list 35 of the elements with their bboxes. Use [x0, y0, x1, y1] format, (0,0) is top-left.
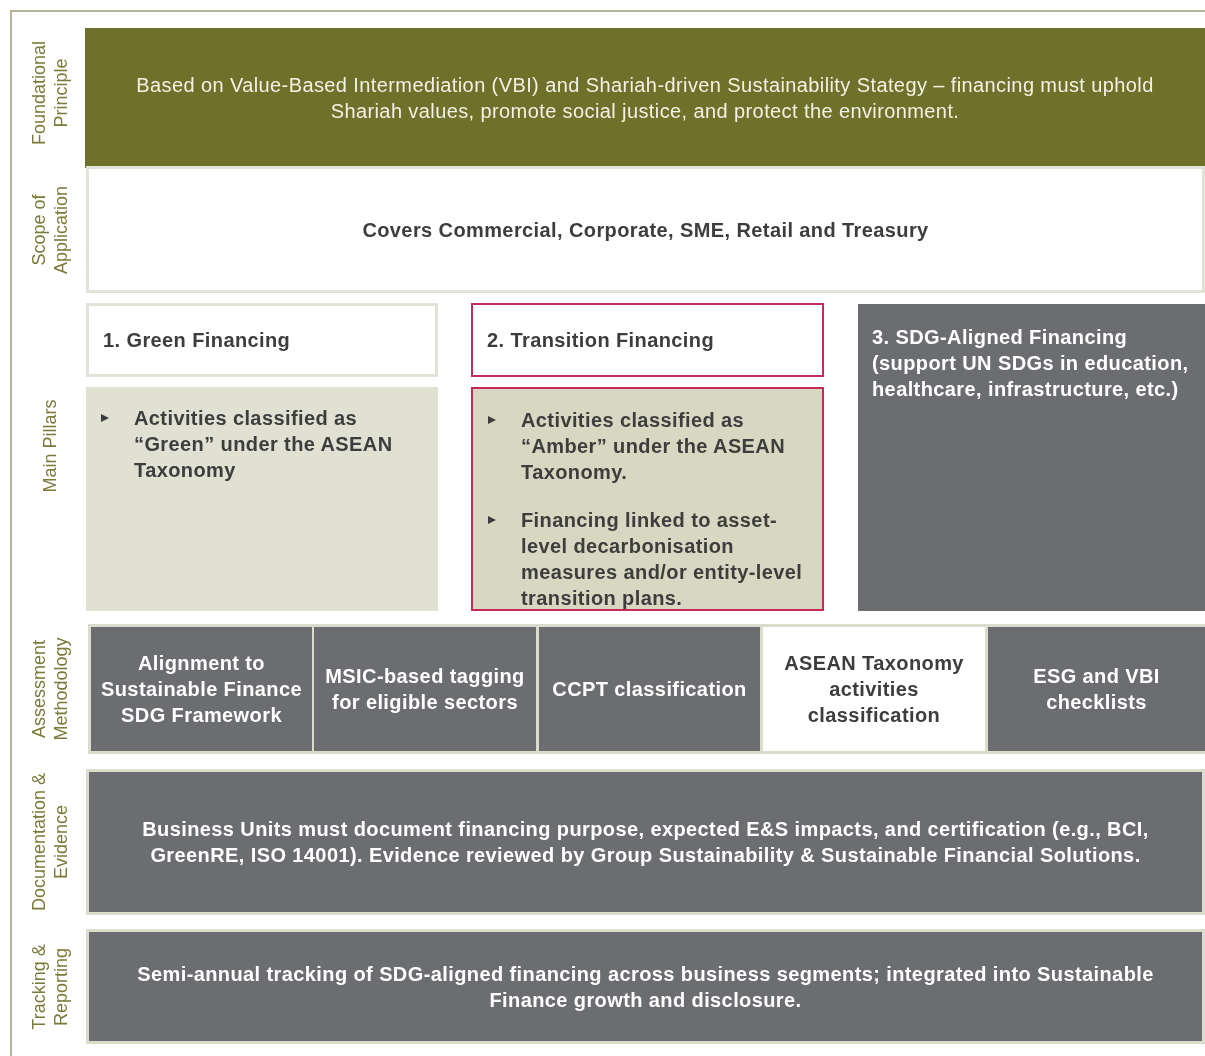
pillar-title: 3. SDG-Aligned Financing (support UN SDGs in education, healthcare, infrastructure, etc.) [872, 325, 1190, 402]
row-label: Documentation & Evidence [28, 771, 72, 914]
row-label: Foundational Principle [28, 39, 72, 147]
panel-text: CCPT classification [551, 677, 748, 702]
method-cell [763, 627, 985, 751]
pillar-header [86, 303, 438, 377]
row-label: Scope of Application [28, 184, 72, 276]
row-label: Assessment Methodology [28, 636, 72, 743]
pillar-panel [86, 387, 438, 611]
row-label: Tracking & Reporting [28, 942, 72, 1032]
row-label: Main Pillars [39, 398, 61, 495]
pillar-title: 2. Transition Financing [487, 328, 715, 353]
panel-text: Based on Value-Based Intermediation (VBI) and Shariah-driven Sustainability Stategy – financing must uphold Shariah values, promote social justice, and protect the environment. [135, 73, 1155, 124]
method-cell [314, 627, 536, 751]
principle-banner [85, 28, 1205, 168]
pillar-title: 1. Green Financing [103, 328, 292, 353]
panel-text: Financing linked to asset-level decarbonisation measures and/or entity-level transition plans. [521, 508, 804, 611]
panel-text: Semi-annual tracking of SDG-aligned financing across business segments; integrated into Sustainable Finance growth and disclosure. [136, 961, 1155, 1013]
panel-text: Covers Commercial, Corporate, SME, Retail and Treasury [361, 217, 930, 243]
pillar-panel [471, 387, 824, 611]
panel-text: ESG and VBI checklists [1032, 664, 1161, 715]
content-panel [86, 769, 1205, 915]
method-cell [91, 627, 312, 751]
method-cell [539, 627, 760, 751]
panel-text: ASEAN Taxonomy activities classification [783, 651, 965, 728]
panel-text: Alignment to Sustainable Finance SDG Framework [100, 651, 303, 728]
pillar-panel [858, 304, 1205, 611]
panel-text: Business Units must document financing purpose, expected E&S impacts, and certification (e.g., BCI, GreenRE, ISO 14001). Evidence reviewed by Group Sustainability & Sustainable Financial Solutions. [141, 817, 1150, 868]
panel-text: Activities classified as “Amber” under the ASEAN Taxonomy. [521, 408, 787, 485]
pillar-header [471, 303, 824, 377]
content-panel [86, 929, 1205, 1044]
method-cell [988, 627, 1205, 751]
panel-text: Activities classified as “Green” under the ASEAN Taxonomy [134, 406, 394, 483]
panel-text: MSIC-based tagging for eligible sectors [324, 664, 526, 715]
scope-panel [86, 166, 1205, 293]
